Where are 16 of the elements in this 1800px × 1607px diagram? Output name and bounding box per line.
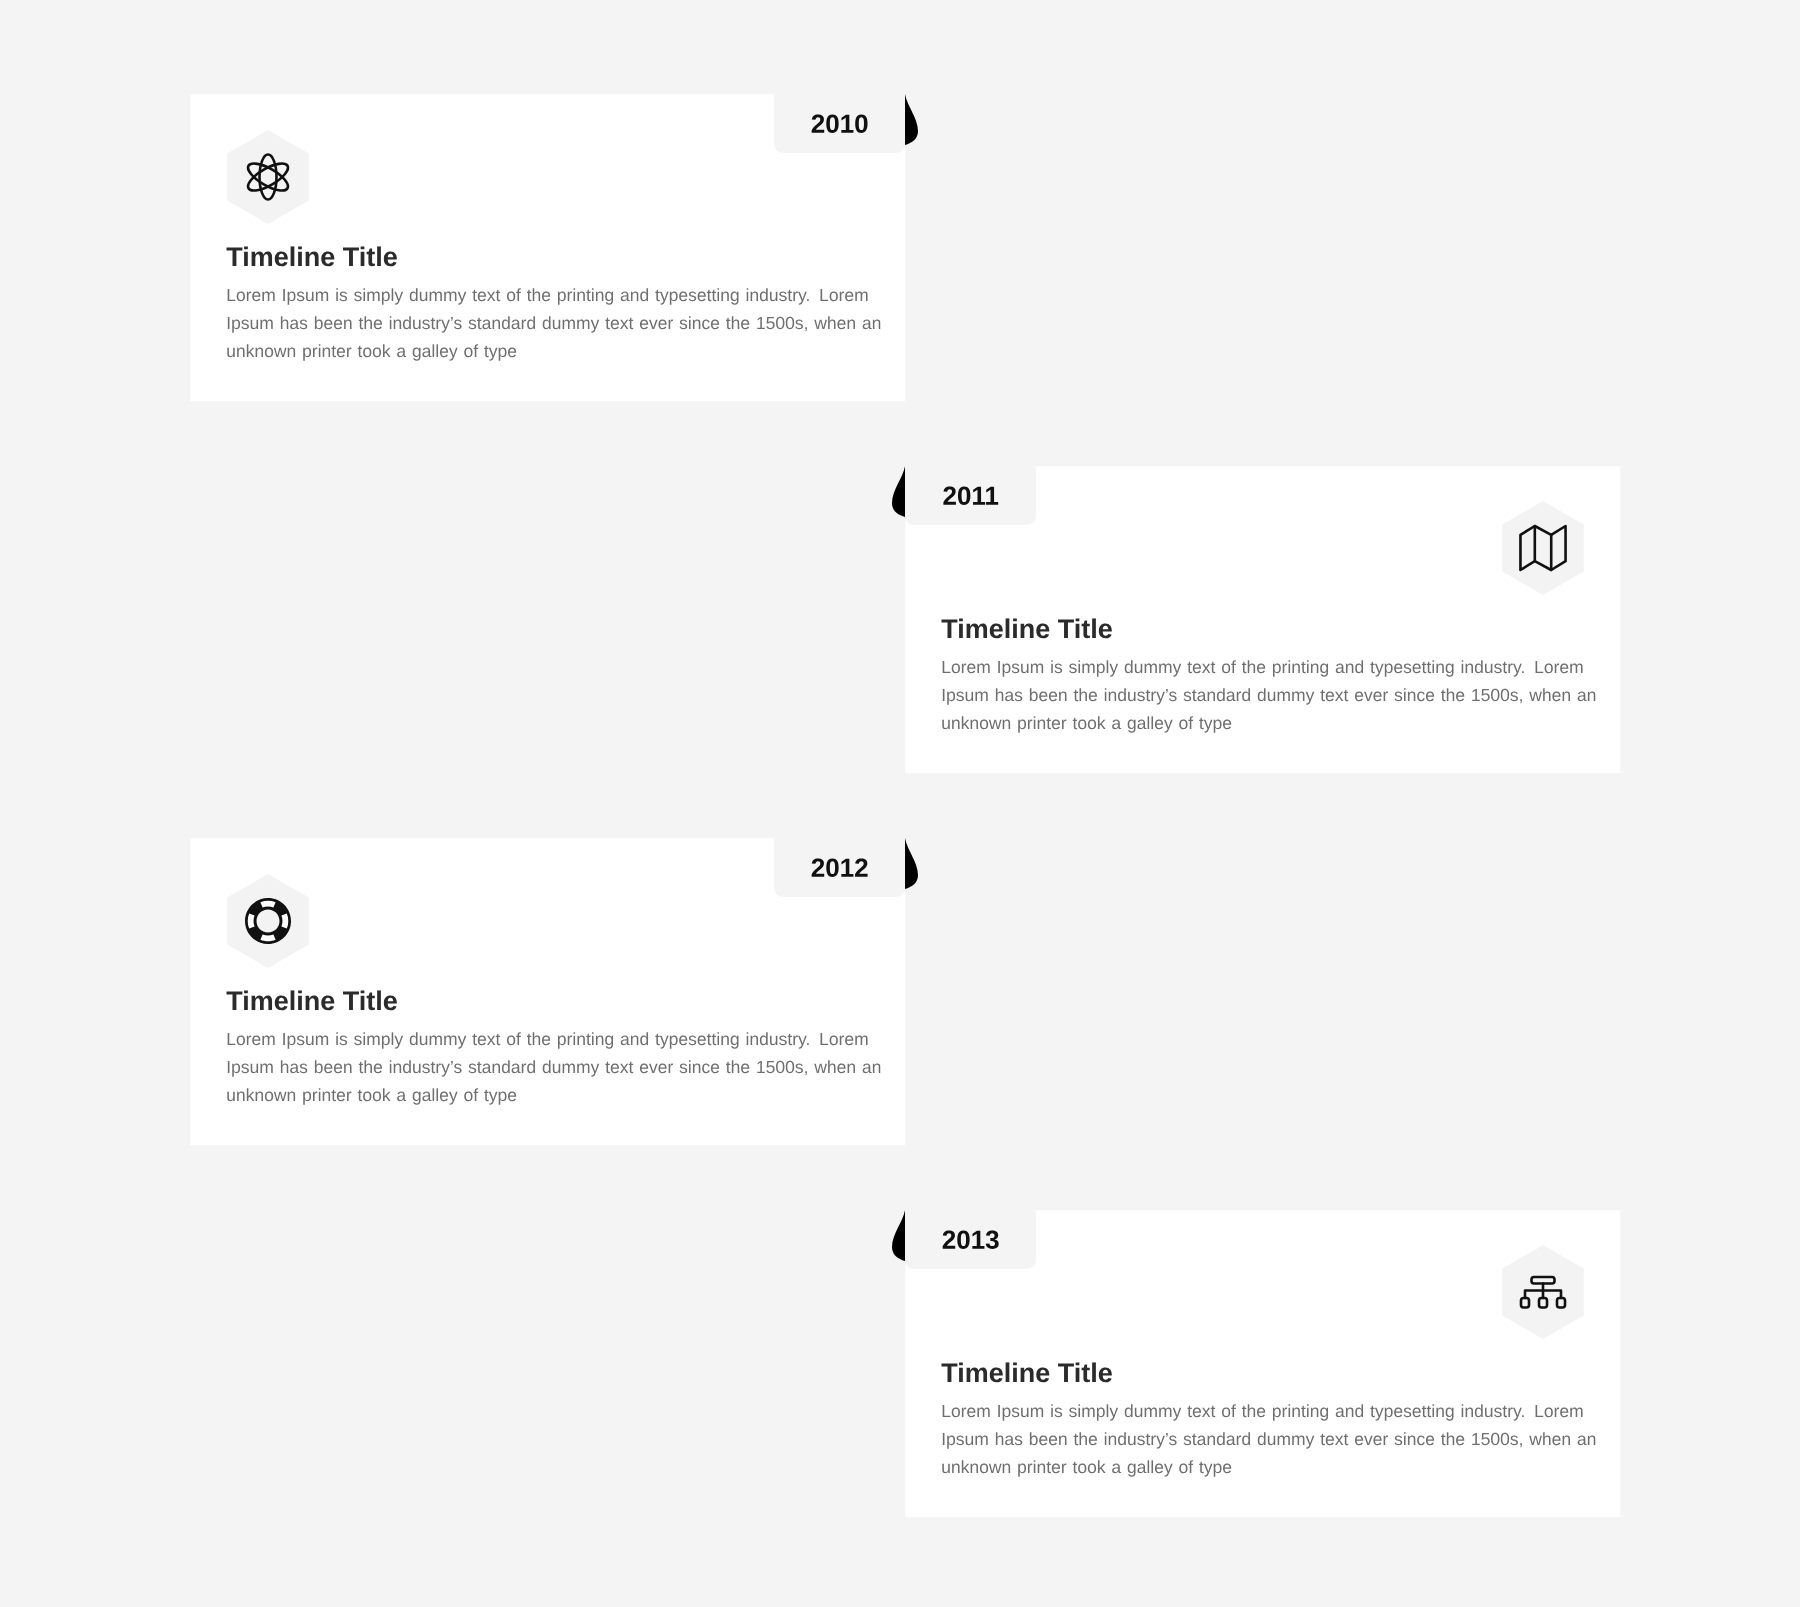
card-title: Timeline Title <box>226 246 397 267</box>
card-text: Lorem Ipsum is simply dummy text of the printing and typesetting industry. Lorem Ipsum has been the industry’s standard dummy text ever since the 1500s, when an unknown printer took a galley of type <box>942 1404 1596 1477</box>
node-label: 2011 <box>943 486 999 505</box>
node-label: 2012 <box>811 858 868 877</box>
year-tab: 2011 <box>905 466 1036 525</box>
year-tab: 2013 <box>905 1210 1036 1269</box>
card-text: Lorem Ipsum is simply dummy text of the printing and typesetting industry. Lorem Ipsum has been the industry’s standard dummy text ever since the 1500s, when an unknown printer took a galley of type <box>227 288 881 361</box>
card-text: Lorem Ipsum is simply dummy text of the printing and typesetting industry. Lorem Ipsum has been the industry’s standard dummy text ever since the 1500s, when an unknown printer took a galley of type <box>227 1032 881 1105</box>
card-title: Timeline Title <box>941 1362 1112 1383</box>
card-text: Lorem Ipsum is simply dummy text of the printing and typesetting industry. Lorem Ipsum has been the industry’s standard dummy text ever since the 1500s, when an unknown printer took a galley of type <box>942 660 1596 733</box>
node-label: 2013 <box>942 1230 999 1249</box>
card-title: Timeline Title <box>226 990 397 1011</box>
card-title: Timeline Title <box>941 618 1112 639</box>
node-label: 2010 <box>811 114 868 133</box>
year-tab: 2010 <box>774 94 905 153</box>
year-tab: 2012 <box>774 838 905 897</box>
